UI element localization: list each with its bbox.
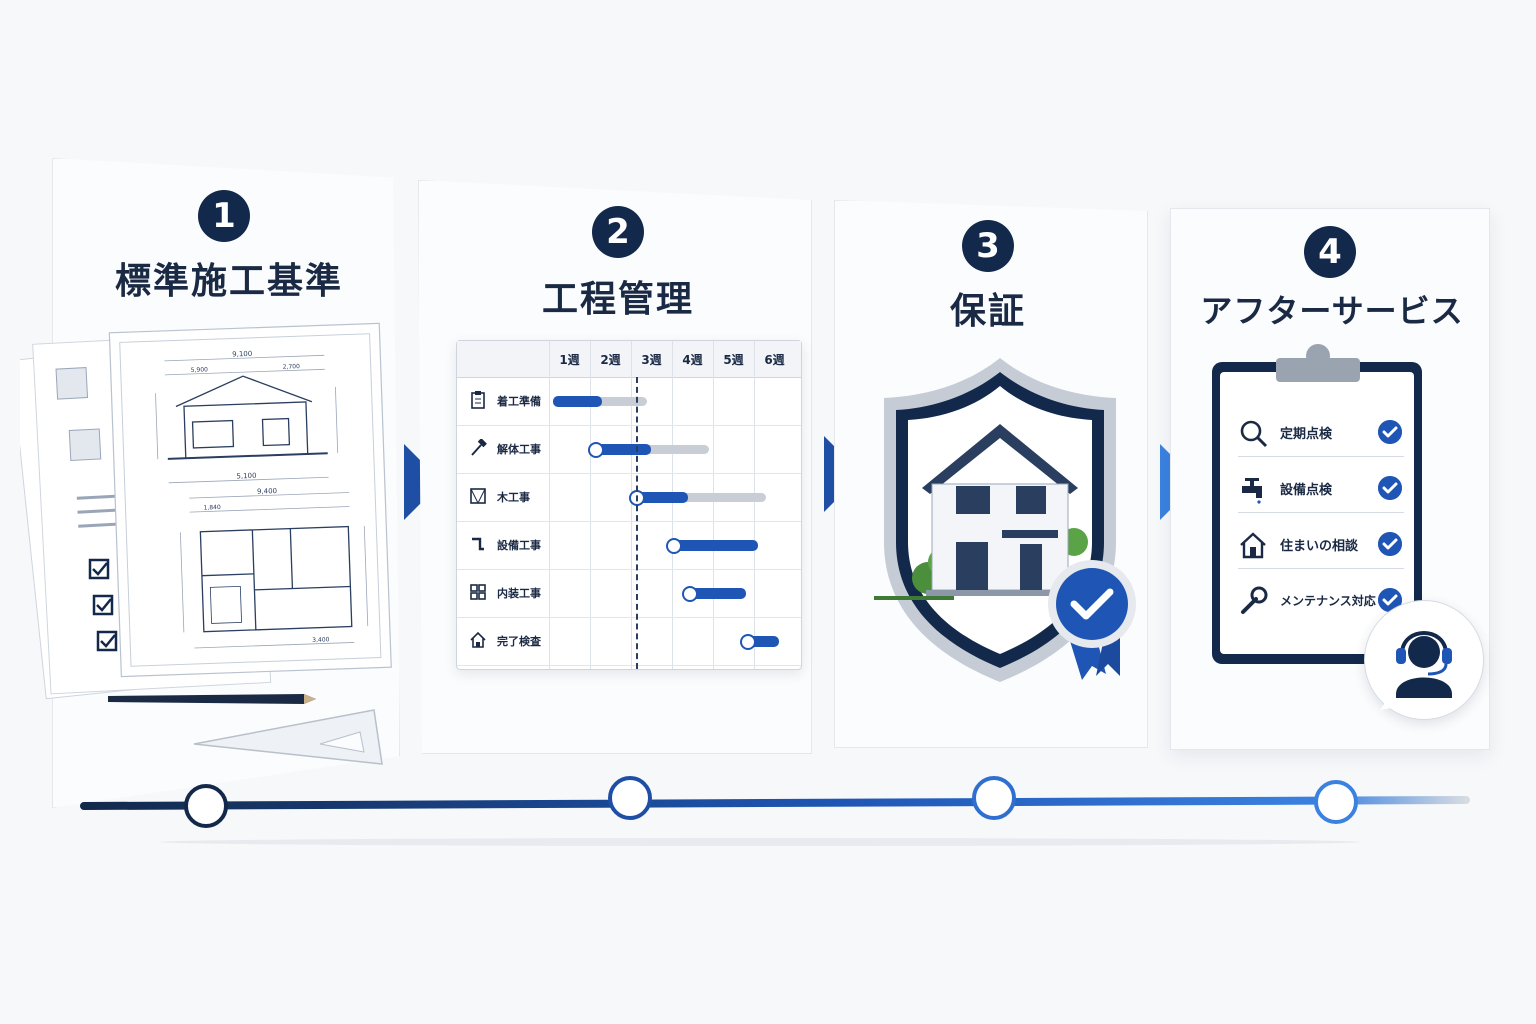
service-label: メンテナンス対応 [1280,593,1376,608]
service-label: 定期点検 [1280,426,1333,442]
week-header: 6週 [764,352,785,367]
grid-line [713,341,714,669]
dim-label: 1,840 [203,504,221,512]
ruler-icon [193,709,383,765]
grid-line [549,341,550,669]
task-label: 着工準備 [497,395,541,408]
grid-line [672,341,673,669]
schedule-row: 着工準備 [457,377,801,426]
frame-icon [470,488,486,504]
task-label: 木工事 [497,491,530,504]
week-header: 3週 [641,352,662,367]
timeline-node-1 [184,784,228,828]
schedule-row: 解体工事 [457,425,801,474]
step-2-title: 工程管理 [541,279,694,320]
progress-bar [553,396,603,407]
planned-bar [594,445,709,454]
progress-bar [594,444,652,455]
step-4-number: 4 [1304,226,1356,278]
house-icon [922,424,1078,596]
task-label: 設備工事 [497,539,541,552]
grid-icon [470,584,486,600]
service-item: 住まいの相談 [1238,520,1404,569]
service-item: 定期点検 [1238,408,1404,457]
schedule-gantt: 1週 2週 3週 4週 5週 6週 着工準備解体工事木工事設備工事内装工事完了検査 [456,340,802,670]
progress-bar [672,540,759,551]
start-marker [666,538,682,554]
timeline [80,796,1470,846]
dim-label: 3,400 [312,636,330,644]
progress-bar [688,588,746,599]
start-marker [739,634,756,650]
certified-badge-icon [1048,560,1136,680]
hammer-icon [471,439,487,456]
pencil-icon [108,694,316,704]
pipe-icon [472,537,484,551]
dim-label: 5,900 [191,366,209,374]
start-marker [588,442,605,458]
step-2-number: 2 [592,206,644,258]
dim-label: 9,400 [257,487,277,496]
schedule-row: 木工事 [457,473,801,522]
step-4-title: アフターサービス [1200,292,1464,330]
week-header: 4週 [682,352,703,367]
check-icon [1378,420,1402,444]
task-label: 内装工事 [497,587,541,600]
schedule-row: 内装工事 [457,569,801,618]
clipboard-clip-ring [1306,344,1330,368]
step-1-title: 標準施工基準 [114,261,343,302]
progress-bar [635,492,689,503]
check-icon [1378,476,1402,500]
house-icon [1240,532,1266,559]
week-header: 1週 [559,352,580,367]
service-label: 設備点検 [1280,482,1333,498]
step-1-number: 1 [198,190,250,242]
service-label: 住まいの相談 [1280,538,1359,554]
dim-label: 5,100 [236,472,256,481]
faucet-icon [1242,478,1262,504]
blueprint-illustration: 9,100 5,100 9,400 5,900 2,700 1,840 3,40… [20,322,392,765]
check-icon [1378,532,1402,556]
house-icon [470,631,486,648]
clipboard-icon [471,391,485,409]
checklist-icons [88,558,118,652]
grid-line [631,341,632,669]
planned-bar [635,493,767,502]
schedule-header [457,341,801,378]
step-3-title: 保証 [949,291,1026,332]
timeline-node-2 [608,776,652,820]
schedule-row: 完了検査 [457,617,801,666]
schedule-row: 設備工事 [457,521,801,570]
week-header: 2週 [600,352,621,367]
task-label: 解体工事 [497,443,541,456]
service-item: 設備点検 [1238,464,1404,513]
today-line [636,377,638,669]
wrench-icon [1241,586,1268,614]
step-3-number: 3 [962,220,1014,272]
start-marker [682,586,699,602]
dim-label: 2,700 [283,363,301,371]
grid-line [754,341,755,669]
timeline-node-4 [1314,780,1358,824]
grid-line [590,341,591,669]
progress-bar [745,636,779,647]
headset-operator-icon [1380,631,1452,710]
week-header: 5週 [723,352,744,367]
dim-label: 9,100 [232,350,252,359]
task-label: 完了検査 [497,635,541,648]
timeline-node-3 [972,776,1016,820]
warranty-shield-icon [874,358,1136,682]
magnifier-icon [1240,420,1268,448]
